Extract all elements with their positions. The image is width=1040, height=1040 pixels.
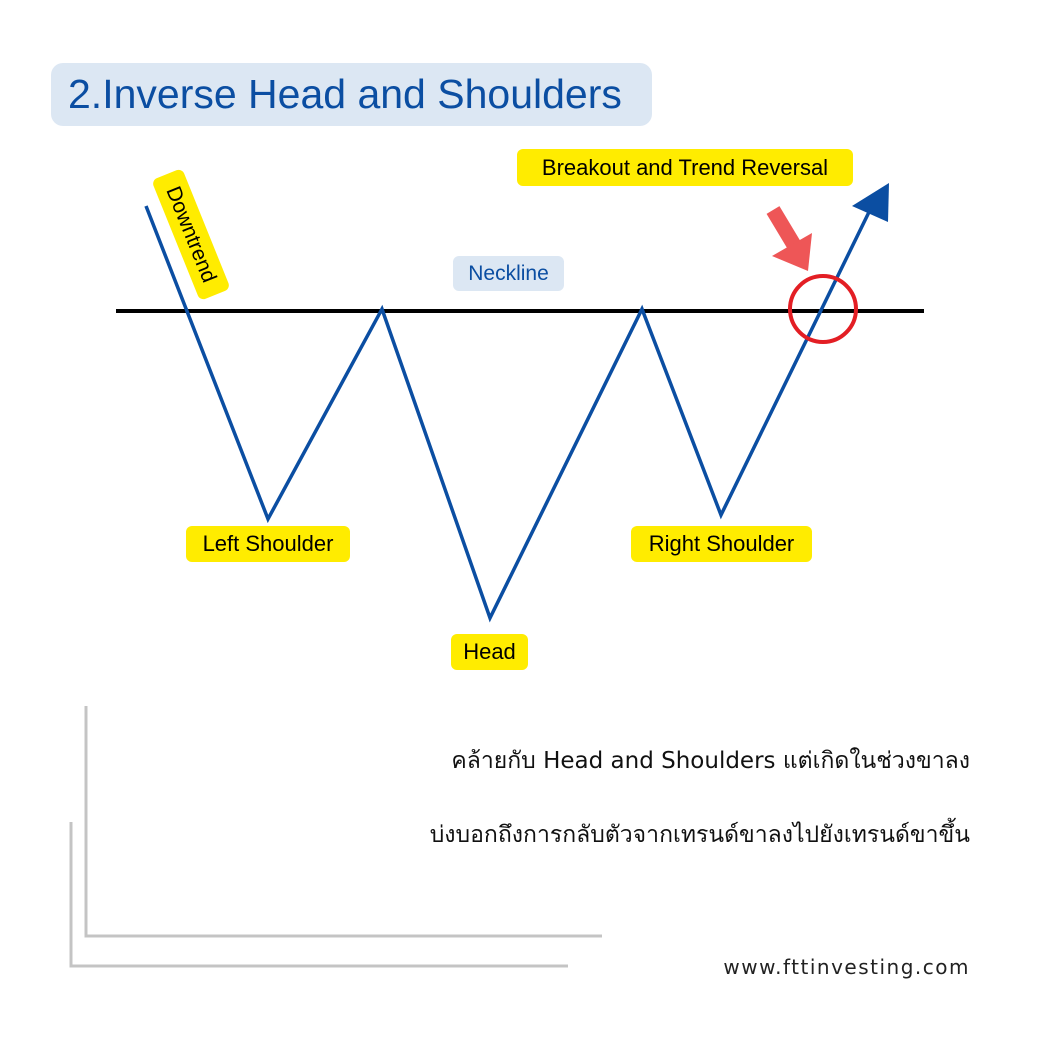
up-arrow-head-icon	[852, 183, 889, 222]
website-url: www.fttinvesting.com	[723, 955, 970, 979]
description-line-1: คล้ายกับ Head and Shoulders แต่เกิดในช่ว…	[451, 748, 970, 774]
page-title: 2.Inverse Head and Shoulders	[68, 71, 622, 117]
title-banner: 2.Inverse Head and Shoulders	[51, 63, 652, 126]
breakout-label: Breakout and Trend Reversal	[517, 149, 853, 186]
left-shoulder-label: Left Shoulder	[186, 526, 350, 562]
circle-icon	[788, 274, 858, 344]
frame-line-outer	[69, 822, 568, 968]
down-right-arrow-icon	[766, 206, 812, 271]
description-line-2: บ่งบอกถึงการกลับตัวจากเทรนด์ขาลงไปยังเทร…	[429, 822, 970, 848]
frame-line-inner	[84, 706, 602, 938]
right-shoulder-label: Right Shoulder	[631, 526, 812, 562]
price-path	[144, 205, 872, 623]
neckline-label: Neckline	[453, 256, 564, 291]
head-label: Head	[451, 634, 528, 670]
